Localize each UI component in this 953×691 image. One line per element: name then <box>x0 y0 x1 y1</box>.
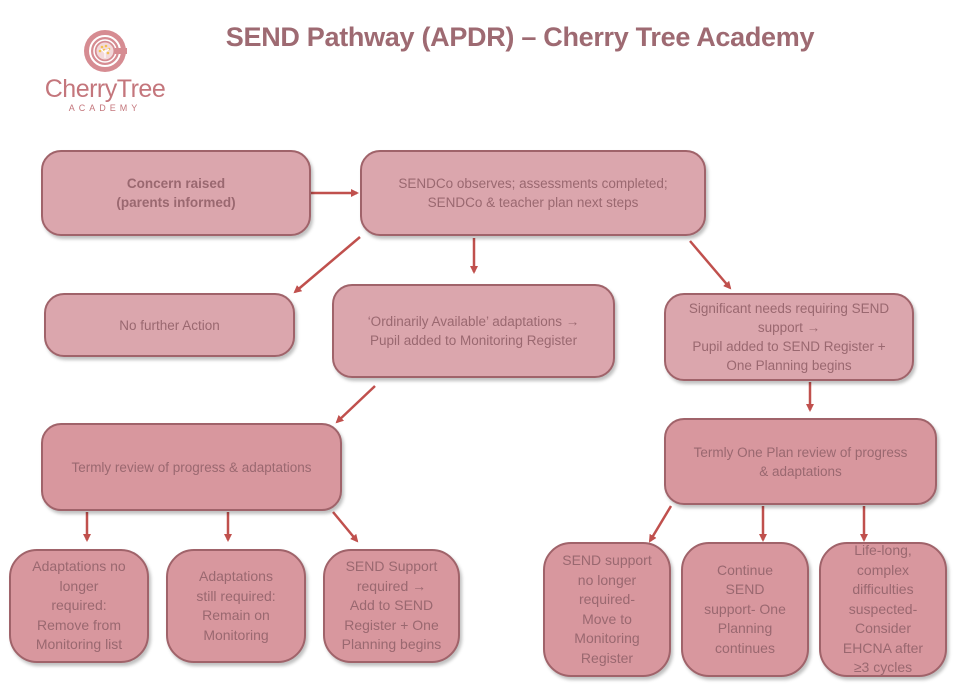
node-text: Remain on <box>202 607 270 623</box>
node-text: Continue <box>716 561 774 578</box>
node-text: SEND <box>725 581 765 598</box>
node-text: Concern raised <box>126 176 226 191</box>
node-text: Add to SEND <box>349 597 434 614</box>
node-text: SEND support <box>562 552 652 568</box>
page-title: SEND Pathway (APDR) – Cherry Tree Academ… <box>225 22 815 52</box>
logo-subtitle: ACADEMY <box>68 103 142 113</box>
node-concern-raised: Concern raised (parents informed) <box>41 150 311 236</box>
logo-name: CherryTree <box>44 75 166 103</box>
node-text: Termly One Plan review of progress <box>693 444 908 460</box>
node-text: SENDCo observes; assessments completed; <box>398 176 668 191</box>
arrow-ordinarily-to-termly <box>335 385 376 424</box>
node-text: EHCNA after <box>842 639 924 656</box>
node-text: Pupil added to SEND Register + <box>692 339 886 354</box>
node-outcome-consider-ehcna: Life-long, complex difficulties suspecte… <box>819 542 947 677</box>
node-outcome-remain-on-monitoring: Adaptations still required: Remain on Mo… <box>166 549 306 663</box>
node-text: Planning begins <box>341 636 442 653</box>
node-text: SENDCo & teacher plan next steps <box>427 195 639 210</box>
node-sendco-observes: SENDCo observes; assessments completed; … <box>360 150 706 236</box>
node-text: Remove from <box>36 616 122 633</box>
node-significant-needs: Significant needs requiring SEND support… <box>664 293 914 381</box>
node-text: Register + One <box>344 616 439 633</box>
arrow-termly-to-outcome-3 <box>332 511 359 543</box>
node-text: Monitoring <box>574 630 640 646</box>
node-ordinarily-available: ‘Ordinarily Available’ adaptations → Pup… <box>332 284 615 378</box>
node-text: no longer <box>577 571 637 588</box>
node-text: suspected- <box>848 600 918 617</box>
node-no-further-action: No further Action <box>44 293 295 357</box>
node-text: Register <box>580 649 634 666</box>
node-termly-review: Termly review of progress & adaptations <box>41 423 342 511</box>
node-outcome-remove-from-monitoring: Adaptations no longer required: Remove f… <box>9 549 149 663</box>
node-text: difficulties <box>852 581 914 598</box>
node-text: Monitoring <box>203 626 269 643</box>
node-text: Adaptations no <box>32 558 126 575</box>
node-text: Adaptations <box>199 568 273 584</box>
node-text: Life-long, <box>854 542 912 559</box>
node-text: Termly review of progress & adaptations <box>71 459 312 475</box>
node-text: ≥3 cycles <box>853 659 913 676</box>
node-one-plan-review: Termly One Plan review of progress & ada… <box>664 418 937 505</box>
node-text: complex <box>856 561 910 578</box>
node-text: One Planning begins <box>726 358 852 373</box>
arrow-sendco-to-no-action <box>293 236 361 294</box>
node-text: SEND Support <box>345 558 438 575</box>
node-text: continues <box>715 639 775 656</box>
node-text: longer <box>59 577 99 594</box>
node-text: support → <box>757 320 821 335</box>
node-text: required: <box>51 597 107 614</box>
node-text: Consider <box>854 620 911 637</box>
node-text: still required: <box>196 587 276 604</box>
node-text: required- <box>578 591 635 607</box>
node-outcome-continue-send-support: Continue SEND support- One Planning cont… <box>681 542 809 677</box>
arrow-sendco-to-significant <box>689 240 732 290</box>
node-outcome-add-to-send-register: SEND Support required → Add to SEND Regi… <box>323 549 460 663</box>
node-text: No further Action <box>119 317 220 333</box>
node-text: Monitoring list <box>35 636 123 653</box>
node-text: support- One <box>704 600 786 617</box>
node-text: (parents informed) <box>116 195 236 210</box>
cherry-tree-logo-icon <box>84 30 127 72</box>
node-text: required → <box>356 577 427 594</box>
school-logo: CherryTree ACADEMY <box>30 28 180 123</box>
node-text: Move to <box>582 610 632 627</box>
node-text: & adaptations <box>759 463 842 479</box>
node-text: Pupil added to Monitoring Register <box>369 333 578 348</box>
node-text: Planning <box>717 620 773 637</box>
node-text: Significant needs requiring SEND <box>688 301 890 316</box>
node-text: ‘Ordinarily Available’ adaptations → <box>367 314 580 329</box>
node-outcome-move-to-monitoring: SEND support no longer required- Move to… <box>543 542 671 677</box>
arrow-oneplan-to-outcome-1 <box>648 505 673 543</box>
